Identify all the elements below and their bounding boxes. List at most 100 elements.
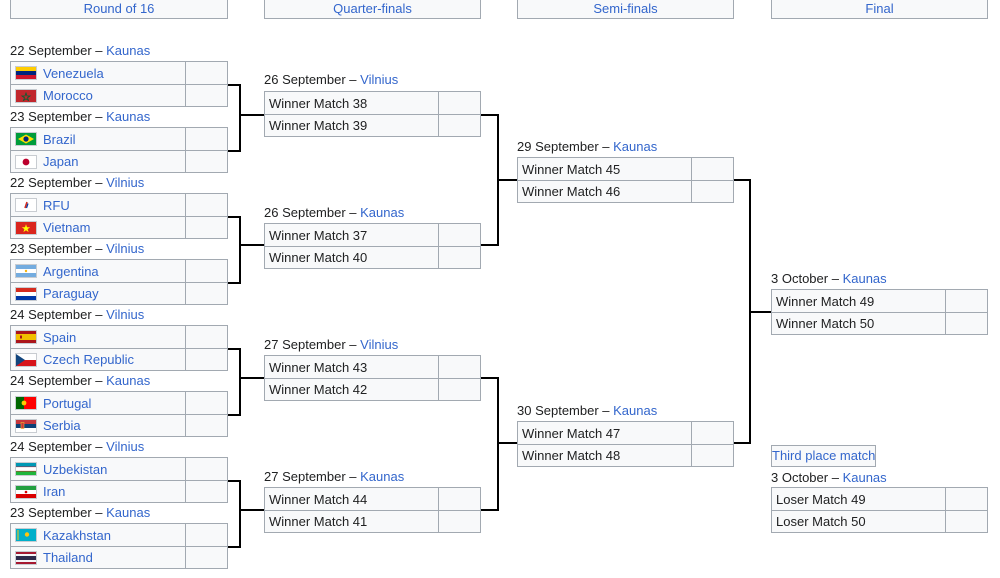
team-row: Winner Match 42 [265, 378, 480, 400]
team-row: Argentina [11, 260, 227, 282]
team-row: Winner Match 46 [518, 180, 733, 202]
team-cell[interactable]: Japan [11, 151, 185, 172]
team-cell[interactable]: Paraguay [11, 283, 185, 304]
venue-link[interactable]: Vilnius [360, 337, 399, 352]
venue-link[interactable]: Kaunas [106, 505, 151, 520]
team-row: Vietnam [11, 216, 227, 238]
team-cell[interactable]: RFU [11, 194, 185, 216]
team-cell[interactable]: Vietnam [11, 217, 185, 238]
team-row: Winner Match 49 [772, 290, 987, 312]
team-cell[interactable]: Kazakhstan [11, 524, 185, 546]
venue-link[interactable]: Vilnius [106, 307, 145, 322]
match-date: 26 September – Vilnius [264, 72, 399, 87]
team-row: Czech Republic [11, 348, 227, 370]
team-cell: Winner Match 49 [776, 293, 875, 309]
venue-link[interactable]: Kaunas [360, 205, 405, 220]
venue-link[interactable]: Kaunas [842, 470, 887, 485]
venue-link[interactable]: Kaunas [613, 139, 658, 154]
team-cell[interactable]: Iran [11, 481, 185, 502]
team-cell[interactable]: Thailand [11, 547, 185, 568]
match-box: Argentina Paraguay [10, 259, 228, 305]
header-semi-finals[interactable]: Semi-finals [517, 0, 734, 19]
score-cell [438, 224, 480, 246]
team-row: Loser Match 50 [772, 510, 987, 532]
score-cell [438, 511, 480, 532]
team-cell[interactable]: Morocco [11, 85, 185, 106]
paraguay-flag-icon [15, 286, 37, 301]
score-cell [185, 85, 227, 106]
team-cell[interactable]: Serbia [11, 415, 185, 436]
venue-link[interactable]: Vilnius [360, 72, 399, 87]
team-row: Winner Match 50 [772, 312, 987, 334]
venue-link[interactable]: Kaunas [106, 373, 151, 388]
venue-link[interactable]: Vilnius [106, 241, 145, 256]
morocco-flag-icon [15, 88, 37, 103]
match-date: 23 September – Kaunas [10, 109, 151, 124]
match-box: Venezuela Morocco [10, 61, 228, 107]
match-date: 23 September – Vilnius [10, 241, 145, 256]
match-box: Spain Czech Republic [10, 325, 228, 371]
score-cell [945, 488, 987, 510]
team-cell[interactable]: Spain [11, 326, 185, 348]
score-cell [945, 313, 987, 334]
venue-link[interactable]: Kaunas [106, 43, 151, 58]
team-cell: Loser Match 49 [776, 491, 866, 507]
score-cell [185, 547, 227, 568]
team-cell[interactable]: Brazil [11, 128, 185, 150]
team-cell[interactable]: Argentina [11, 260, 185, 282]
team-row: Morocco [11, 84, 227, 106]
czech-republic-flag-icon [15, 352, 37, 367]
match-date: 22 September – Kaunas [10, 43, 151, 58]
team-cell[interactable]: Czech Republic [11, 349, 185, 370]
venue-link[interactable]: Kaunas [613, 403, 658, 418]
venue-link[interactable]: Kaunas [842, 271, 887, 286]
spain-flag-icon [15, 330, 37, 344]
team-row: Winner Match 45 [518, 158, 733, 180]
match-date: 30 September – Kaunas [517, 403, 658, 418]
score-cell [185, 194, 227, 216]
team-cell: Winner Match 38 [269, 95, 368, 111]
brazil-flag-icon [15, 132, 37, 146]
team-cell: Winner Match 39 [269, 118, 368, 133]
team-cell: Winner Match 43 [269, 359, 368, 375]
match-box: RFU Vietnam [10, 193, 228, 239]
team-cell[interactable]: Portugal [11, 392, 185, 414]
score-cell [185, 326, 227, 348]
venue-link[interactable]: Kaunas [360, 469, 405, 484]
team-row: Winner Match 43 [265, 356, 480, 378]
venue-link[interactable]: Vilnius [106, 439, 145, 454]
team-row: Iran [11, 480, 227, 502]
kazakhstan-flag-icon [15, 528, 37, 542]
final-match-box: Winner Match 49 Winner Match 50 [771, 289, 988, 335]
match-box: Brazil Japan [10, 127, 228, 173]
header-quarter-finals[interactable]: Quarter-finals [264, 0, 481, 19]
team-row: Loser Match 49 [772, 488, 987, 510]
team-cell: Winner Match 37 [269, 227, 368, 243]
team-cell[interactable]: Venezuela [11, 62, 185, 84]
venue-link[interactable]: Kaunas [106, 109, 151, 124]
team-row: Winner Match 37 [265, 224, 480, 246]
match-date: 3 October – Kaunas [771, 271, 887, 286]
header-third-place-match[interactable]: Third place match [771, 445, 877, 467]
team-cell: Winner Match 50 [776, 316, 875, 331]
match-box: Portugal Serbia [10, 391, 228, 437]
venue-link[interactable]: Vilnius [106, 175, 145, 190]
match-box: Winner Match 45 Winner Match 46 [517, 157, 734, 203]
team-cell: Winner Match 44 [269, 491, 368, 507]
match-date: 27 September – Vilnius [264, 337, 399, 352]
team-cell: Winner Match 42 [269, 382, 368, 397]
score-cell [185, 283, 227, 304]
score-cell [691, 422, 733, 444]
team-row: Japan [11, 150, 227, 172]
team-row: Uzbekistan [11, 458, 227, 480]
score-cell [691, 445, 733, 466]
header-final[interactable]: Final [771, 0, 988, 19]
team-cell[interactable]: Uzbekistan [11, 458, 185, 480]
team-row: Thailand [11, 546, 227, 568]
score-cell [438, 356, 480, 378]
header-round-of-16[interactable]: Round of 16 [10, 0, 228, 19]
match-date: 27 September – Kaunas [264, 469, 405, 484]
team-cell: Winner Match 41 [269, 514, 368, 529]
score-cell [185, 217, 227, 238]
